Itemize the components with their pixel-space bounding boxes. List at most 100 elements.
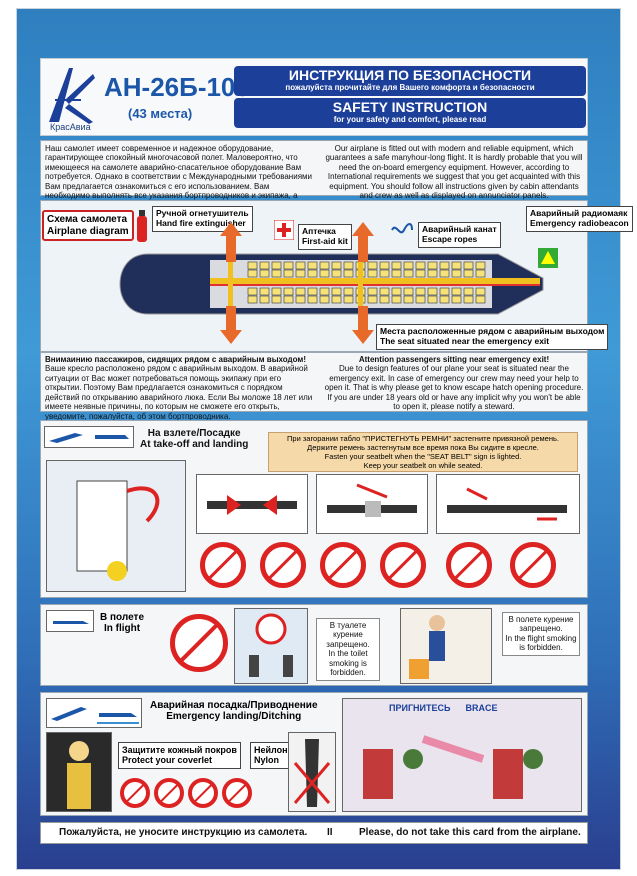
seat — [295, 261, 306, 270]
seat — [283, 269, 294, 278]
footer-ru: Пожалуйста, не уносите инструкцию из сам… — [59, 827, 308, 838]
intro-panel: Наш самолет имеет современное и надежное… — [40, 140, 588, 210]
seat — [439, 295, 450, 304]
takeoff-title: На взлете/Посадке At take-off and landin… — [140, 428, 248, 450]
emergency-title-en: Emergency landing/Ditching — [166, 711, 302, 722]
seat — [427, 295, 438, 304]
brace-ru: ПРИГНИТЕСЬ — [389, 703, 451, 713]
seat — [271, 261, 282, 270]
seat — [247, 261, 258, 270]
nylon-ru: Нейлон — [254, 745, 288, 755]
seat — [475, 261, 486, 270]
no-heels-icon — [120, 778, 150, 808]
takeoff-title-ru: На взлете/Посадке — [147, 428, 241, 439]
seatbelt-notice: При загорании табло "ПРИСТЕГНУТЬ РЕМНИ" … — [268, 432, 578, 472]
seat — [451, 269, 462, 278]
en-subtitle: for your safety and comfort, please read — [333, 115, 487, 124]
airplane-diagram — [119, 253, 544, 315]
no-glasses-icon — [154, 778, 184, 808]
seat — [439, 287, 450, 296]
seat — [403, 287, 414, 296]
ru-subtitle: пожалуйста прочитайте для Вашего комфорт… — [285, 83, 535, 92]
seat — [379, 287, 390, 296]
emergency-title: Аварийная посадка/Приводнение Emergency … — [150, 700, 318, 722]
no-laptop-icon — [260, 542, 306, 588]
seat — [259, 287, 270, 296]
seatbelt-en-1: Fasten your seatbelt when the "SEAT BELT… — [324, 452, 522, 461]
takeoff-title-en: At take-off and landing — [140, 439, 249, 450]
seat — [271, 269, 282, 278]
toilet-no-smoking-illustration — [234, 608, 308, 684]
seat — [295, 295, 306, 304]
seat — [367, 261, 378, 270]
no-mobile-phone-icon — [446, 542, 492, 588]
seat — [475, 269, 486, 278]
seat-rows — [247, 261, 486, 304]
protect-skin-ru: Защитите кожный покров — [122, 745, 237, 755]
inflight-plane-icon — [46, 610, 94, 632]
seat — [319, 261, 330, 270]
seat — [319, 269, 330, 278]
extinguisher-label: Ручной огнетушитель Hand fire extinguish… — [152, 206, 253, 232]
footer-en: Please, do not take this card from the a… — [359, 827, 581, 838]
seat — [307, 269, 318, 278]
seat — [331, 269, 342, 278]
seat — [319, 295, 330, 304]
extinguisher-label-en: Hand fire extinguisher — [156, 217, 246, 228]
exit-seat-label-en: The seat situated near the emergency exi… — [380, 335, 550, 346]
seat — [415, 269, 426, 278]
seat — [463, 261, 474, 270]
seat — [259, 295, 270, 304]
inflight-title: В полете In flight — [100, 612, 144, 634]
flight-no-smoking-text: В полете курение запрещено. In the fligh… — [502, 612, 580, 656]
seat — [367, 287, 378, 296]
nylon-stockings-illustration — [288, 732, 336, 812]
exit-notice-title-ru: Внимаинию пассажиров, сидящих рядом с ав… — [45, 355, 306, 364]
seat — [367, 295, 378, 304]
no-camera-icon — [510, 542, 556, 588]
seat — [427, 269, 438, 278]
seat — [403, 261, 414, 270]
escape-ropes-label: Аварийный канат Escape ropes — [418, 222, 501, 248]
seat-count: (43 места) — [128, 106, 193, 121]
seat — [451, 261, 462, 270]
seat — [451, 287, 462, 296]
diagram-title-ru: Схема самолета — [47, 214, 128, 225]
seat — [367, 269, 378, 278]
diagram-title: Схема самолета Airplane diagram — [42, 210, 134, 241]
seat — [295, 269, 306, 278]
protective-clothing-illustration — [46, 732, 112, 812]
seat — [283, 295, 294, 304]
inflight-title-ru: В полете — [100, 612, 145, 623]
seat — [247, 269, 258, 278]
seat — [259, 269, 270, 278]
seat — [439, 269, 450, 278]
exit-notice-title-en: Attention passengers sitting near emerge… — [358, 355, 550, 364]
seat — [391, 269, 402, 278]
buckle-step-2 — [316, 474, 428, 534]
upright-seat-illustration — [46, 460, 186, 592]
ru-title-box: ИНСТРУКЦИЯ ПО БЕЗОПАСНОСТИ пожалуйста пр… — [234, 66, 586, 96]
rope-icon — [391, 223, 413, 234]
footer-bar: Пожалуйста, не уносите инструкцию из сам… — [40, 822, 588, 844]
toilet-text-ru: В туалете курение запрещено. — [326, 621, 370, 649]
emergency-title-ru: Аварийная посадка/Приводнение — [150, 700, 318, 711]
exit-seat-label: Места расположенные рядом с аварийным вы… — [376, 324, 609, 350]
seat — [403, 269, 414, 278]
seat — [439, 261, 450, 270]
seat — [391, 295, 402, 304]
radiobeacon-icon — [538, 248, 558, 268]
seat — [475, 287, 486, 296]
seat — [283, 261, 294, 270]
no-cd-player-icon — [380, 542, 426, 588]
seat — [307, 295, 318, 304]
seat — [271, 295, 282, 304]
exit-notice-ru: Ваше кресло расположено рядом с аварийны… — [45, 364, 313, 421]
seat — [319, 287, 330, 296]
brace-label: ПРИГНИТЕСЬ BRACE — [389, 703, 498, 713]
seat — [475, 295, 486, 304]
seat — [247, 287, 258, 296]
nylon-en: Nylon — [254, 755, 280, 766]
first-aid-label-ru: Аптечка — [302, 226, 336, 236]
seat — [415, 287, 426, 296]
